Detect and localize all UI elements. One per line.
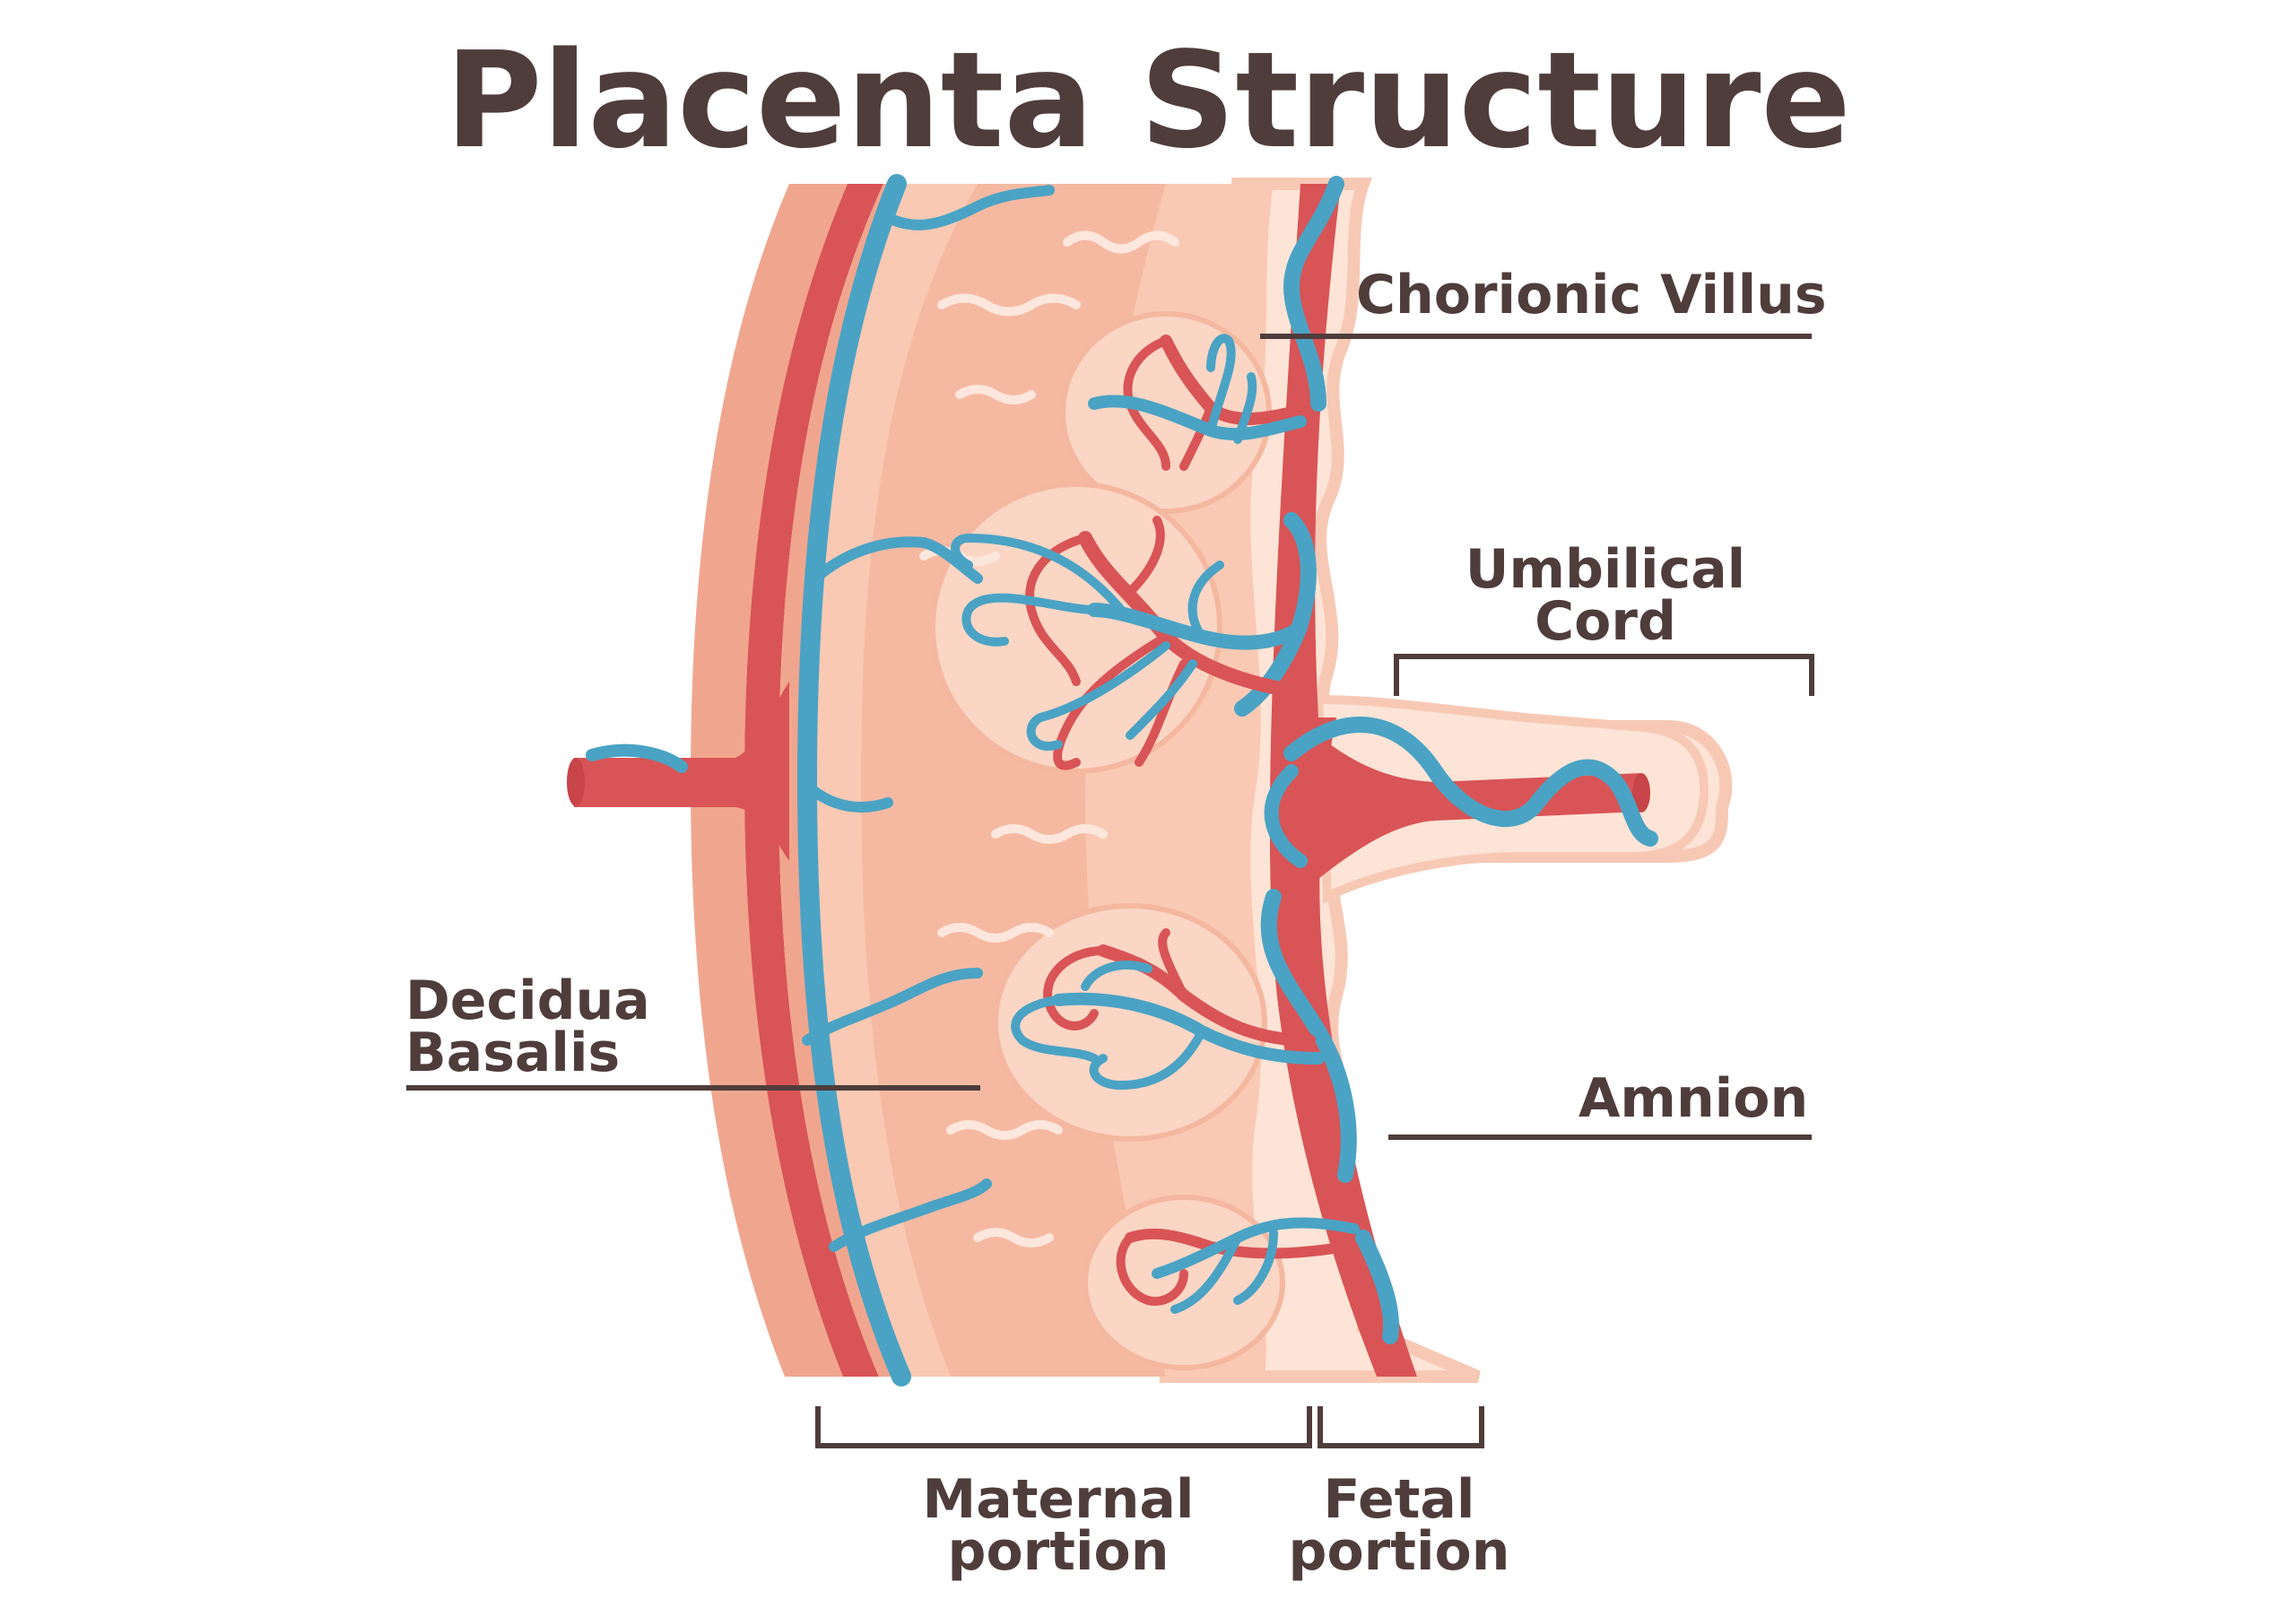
villus-lobe-2 <box>930 482 1222 774</box>
villous-tree-middle <box>951 516 1308 770</box>
uterine-wall-red-band <box>744 184 883 1377</box>
maternal-artery <box>567 682 789 861</box>
fetal-portion-bracket <box>1318 1406 1484 1448</box>
umbilical-cord-label-line2: Cord <box>1535 590 1676 653</box>
villous-tree-upper <box>1088 334 1307 471</box>
uterine-wall-outer <box>691 184 848 1377</box>
chorionic-villus-label: Chorionic Villus <box>1356 264 1827 326</box>
leader-lines <box>406 334 1814 1448</box>
fetal-portion-label: Fetal portion <box>1274 1468 1525 1583</box>
maternal-portion-label-line2: portion <box>947 1520 1170 1583</box>
page-title: Placenta Structure <box>445 23 1851 178</box>
maternal-portion-bracket <box>815 1406 1312 1448</box>
umbilical-vessels <box>1264 717 1658 879</box>
amnion-label: Amnion <box>1578 1067 1809 1130</box>
chorionic-plate <box>1269 184 1417 1377</box>
villous-tree-bottom <box>1116 1217 1360 1314</box>
umbilical-cord-bracket <box>1394 654 1814 696</box>
fetal-portion-label-line2: portion <box>1288 1520 1510 1583</box>
umbilical-cord-label: Umbilical Cord <box>1435 543 1776 648</box>
fetal-portion-label-line1: Fetal <box>1323 1468 1475 1531</box>
umbilical-cord-label-line1: Umbilical <box>1465 538 1746 601</box>
tissue-highlights <box>919 230 1179 1248</box>
decidua-basalis-label-line1: Decidua <box>405 969 650 1032</box>
decidua-basalis-label-line2: Basalis <box>405 1021 621 1084</box>
vein-network <box>797 174 1399 1387</box>
maternal-portion-label-line1: Maternal <box>922 1468 1195 1531</box>
villous-tree-lower <box>1011 928 1325 1090</box>
decidua-basalis-label: Decidua Basalis <box>405 969 650 1084</box>
uterine-wall-thin-band <box>778 184 901 1377</box>
maternal-portion-label: Maternal portion <box>879 1468 1238 1583</box>
